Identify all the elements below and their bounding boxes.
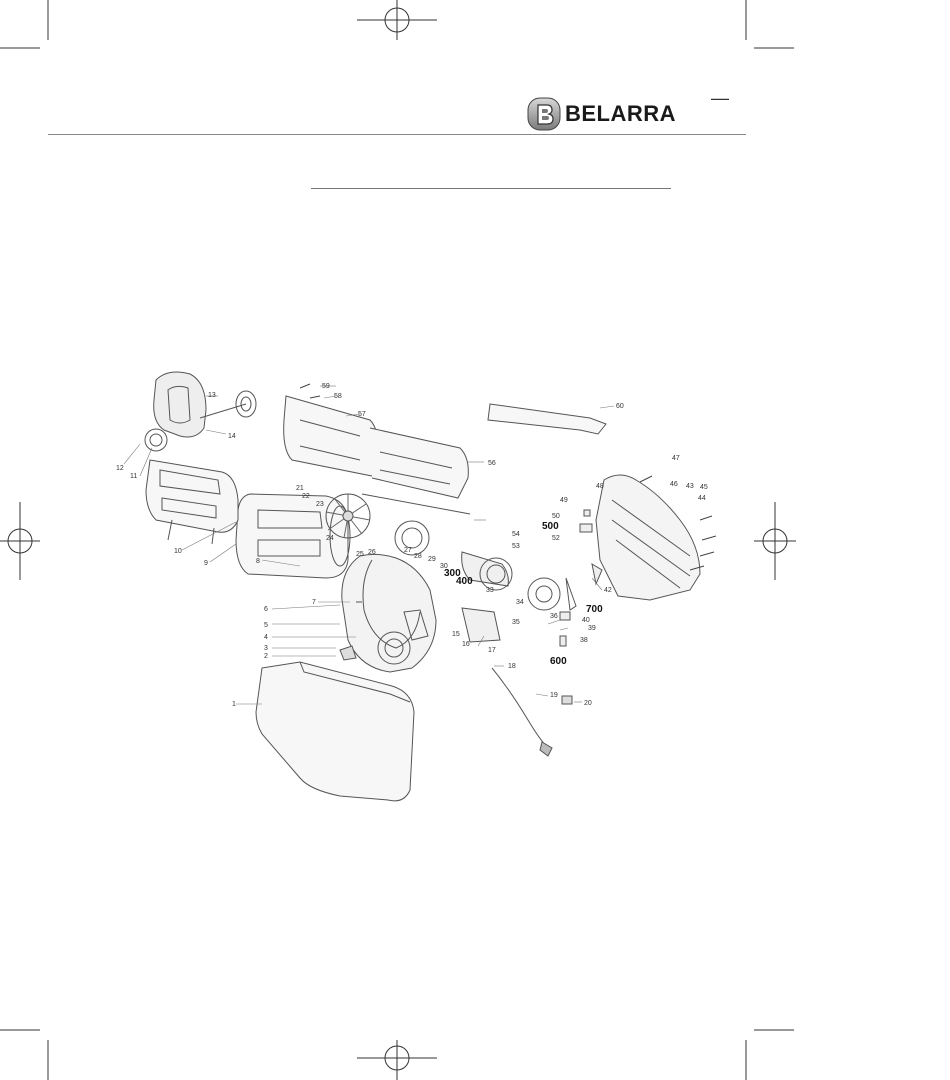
part-label-2: 2 (264, 653, 268, 660)
part-label-43: 43 (686, 483, 694, 490)
fan-housing-drawing (395, 521, 429, 555)
part-label-19: 19 (550, 692, 558, 699)
part-label-29: 29 (428, 556, 436, 563)
part-label-56: 56 (488, 460, 496, 467)
part-label-53: 53 (512, 543, 520, 550)
part-label-15: 15 (452, 631, 460, 638)
part-label-13: 13 (208, 392, 216, 399)
part-label-1: 1 (232, 701, 236, 708)
part-label-40: 40 (582, 617, 590, 624)
part-label-5: 5 (264, 622, 268, 629)
subassembly-label-400: 400 (456, 576, 473, 587)
part-label-52: 52 (552, 535, 560, 542)
upper-tube-drawing (284, 396, 379, 476)
part-label-42: 42 (604, 587, 612, 594)
part-label-27: 27 (404, 547, 412, 554)
wheel-drawing (145, 429, 167, 451)
part-label-21: 21 (296, 485, 304, 492)
side-housing-drawing (596, 475, 700, 600)
nozzle-head-drawing (154, 372, 206, 437)
extension-tube-drawing (488, 404, 606, 434)
part-label-60: 60 (616, 403, 624, 410)
part-label-22: 22 (302, 493, 310, 500)
part-label-6: 6 (264, 606, 268, 613)
part-label-20: 20 (584, 700, 592, 707)
part-label-3: 3 (264, 645, 268, 652)
power-cord-drawing (492, 668, 548, 748)
part-label-10: 10 (174, 548, 182, 555)
part-label-59: 59 (322, 383, 330, 390)
part-label-9: 9 (204, 560, 208, 567)
part-label-34: 34 (516, 599, 524, 606)
part-label-17: 17 (488, 647, 496, 654)
part-label-12: 12 (116, 465, 124, 472)
subassembly-label-700: 700 (586, 604, 603, 615)
part-label-11: 11 (130, 473, 137, 480)
part-label-38: 38 (580, 637, 588, 644)
part-label-45: 45 (700, 484, 708, 491)
part-label-49: 49 (560, 497, 568, 504)
part-label-47: 47 (672, 455, 680, 462)
part-label-36: 36 (550, 613, 558, 620)
part-label-28: 28 (414, 553, 422, 560)
part-label-18: 18 (508, 663, 516, 670)
part-label-33: 33 (486, 587, 494, 594)
part-label-26: 26 (368, 549, 376, 556)
part-label-23: 23 (316, 501, 324, 508)
part-label-7: 7 (312, 599, 316, 606)
part-label-46: 46 (670, 481, 678, 488)
part-label-57: 57 (358, 411, 366, 418)
part-label-24: 24 (326, 535, 334, 542)
part-label-48: 48 (596, 483, 604, 490)
collection-bag-drawing (256, 662, 414, 801)
part-label-54: 54 (512, 531, 520, 538)
part-label-35: 35 (512, 619, 520, 626)
blower-housing-drawing (342, 554, 436, 672)
part-label-14: 14 (228, 433, 236, 440)
part-label-39: 39 (588, 625, 596, 632)
part-label-16: 16 (462, 641, 470, 648)
part-label-58: 58 (334, 393, 342, 400)
part-label-25: 25 (356, 551, 364, 558)
subassembly-label-500: 500 (542, 521, 559, 532)
part-label-4: 4 (264, 634, 268, 641)
part-label-50: 50 (552, 513, 560, 520)
part-label-8: 8 (256, 558, 260, 565)
subassembly-label-600: 600 (550, 656, 567, 667)
part-label-44: 44 (698, 495, 706, 502)
